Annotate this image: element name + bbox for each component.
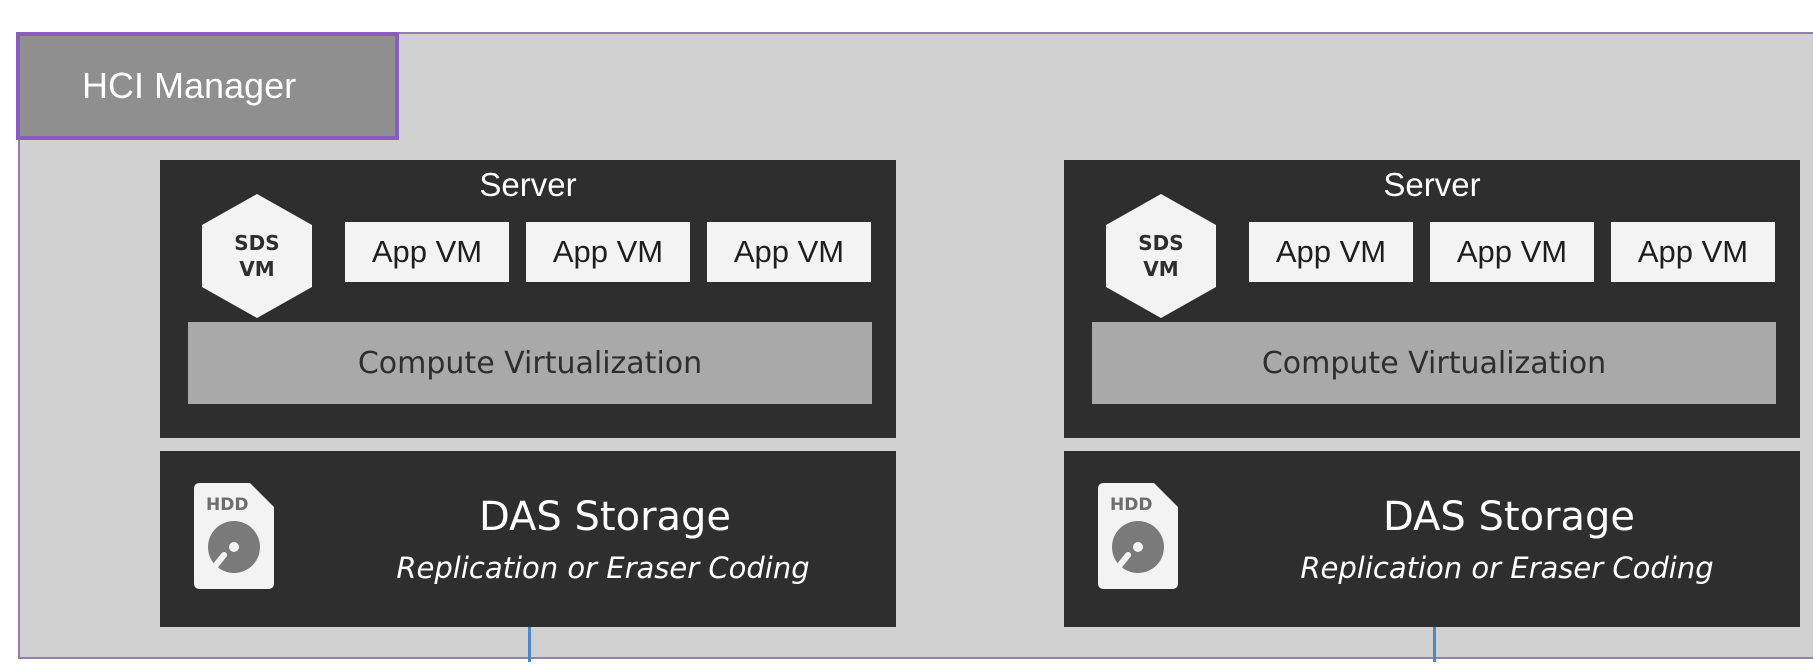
network-link-2 xyxy=(1433,627,1436,662)
app-vm-1[interactable]: App VM xyxy=(345,222,509,282)
das-storage-title: DAS Storage xyxy=(478,494,732,540)
compute-virtualization-layer: Compute Virtualization xyxy=(188,322,872,404)
network-link-1 xyxy=(528,627,531,662)
app-vm-3[interactable]: App VM xyxy=(707,222,871,282)
sds-vm-hexagon-icon: SDS VM xyxy=(198,192,316,320)
app-vm-2[interactable]: App VM xyxy=(526,222,690,282)
server-title: Server xyxy=(479,166,577,203)
hci-manager-label: HCI Manager xyxy=(82,65,297,106)
sds-label-line1: SDS xyxy=(1138,231,1184,255)
server-title: Server xyxy=(1383,166,1481,203)
app-vm-1[interactable]: App VM xyxy=(1249,222,1413,282)
server-node-1: Server SDS VM App VM App VM App VM Compu… xyxy=(160,160,896,438)
das-storage-node-1: HDD DAS Storage Replication or Eraser Co… xyxy=(160,451,896,627)
das-storage-node-2: HDD DAS Storage Replication or Eraser Co… xyxy=(1064,451,1800,627)
sds-vm-hexagon-icon: SDS VM xyxy=(1102,192,1220,320)
server-node-2: Server SDS VM App VM App VM App VM Compu… xyxy=(1064,160,1800,438)
das-storage-subtitle: Replication or Eraser Coding xyxy=(1300,551,1714,585)
das-storage-subtitle: Replication or Eraser Coding xyxy=(396,551,810,585)
compute-virtualization-layer: Compute Virtualization xyxy=(1092,322,1776,404)
hdd-icon: HDD xyxy=(1098,483,1178,589)
das-storage-title: DAS Storage xyxy=(1382,494,1636,540)
app-vm-2[interactable]: App VM xyxy=(1430,222,1594,282)
sds-label-line2: VM xyxy=(239,257,275,281)
sds-label-line1: SDS xyxy=(234,231,280,255)
hdd-label: HDD xyxy=(206,495,249,515)
hci-manager[interactable]: HCI Manager xyxy=(16,32,399,140)
hdd-icon: HDD xyxy=(194,483,274,589)
app-vm-3[interactable]: App VM xyxy=(1611,222,1775,282)
sds-label-line2: VM xyxy=(1143,257,1179,281)
hdd-label: HDD xyxy=(1110,495,1153,515)
